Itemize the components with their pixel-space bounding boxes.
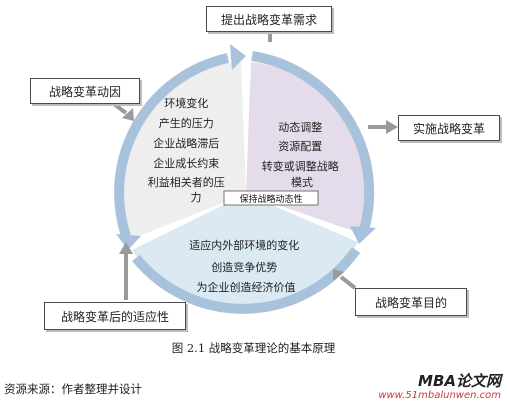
figure-caption: 图 2.1 战略变革理论的基本原理 bbox=[171, 341, 336, 355]
box-implement-change: 实施战略变革 bbox=[398, 115, 500, 141]
ring-arrowhead-left bbox=[116, 234, 141, 250]
left-sector bbox=[117, 62, 246, 241]
watermark-url: www.51mbalunwen.com bbox=[378, 390, 501, 401]
watermark-brand: MBA论文网 bbox=[418, 372, 501, 390]
ring-arc-bottom bbox=[132, 247, 361, 314]
source-note: 资源来源：作者整理并设计 bbox=[4, 382, 142, 396]
box-change-purpose: 战略变革目的 bbox=[355, 288, 467, 316]
center-label-box bbox=[223, 190, 319, 206]
ring-arrowhead-top bbox=[230, 44, 246, 70]
bottom-sector-text: 适应内外部环境的变化 创造竞争优势 为企业创造经济价值 bbox=[189, 238, 303, 294]
box-change-drivers: 战略变革动因 bbox=[30, 78, 140, 104]
ring-arc-right bbox=[251, 51, 375, 232]
box-post-change-adaptation: 战略变革后的适应性 bbox=[44, 302, 186, 330]
left-sector-text: 环境变化 产生的压力 企业战略滞后 企业成长约束 利益相关者的压 力 bbox=[148, 96, 229, 204]
center-label: 保持战略动态性 bbox=[239, 193, 302, 205]
ring-arc-left bbox=[114, 53, 230, 238]
ring-arrowhead-right bbox=[350, 226, 376, 244]
right-sector-text: 动态调整 资源配置 转变或调整战略 模式 bbox=[262, 120, 343, 189]
bottom-sector bbox=[132, 194, 358, 310]
box-propose-demand: 提出战略变革需求 bbox=[206, 6, 332, 32]
